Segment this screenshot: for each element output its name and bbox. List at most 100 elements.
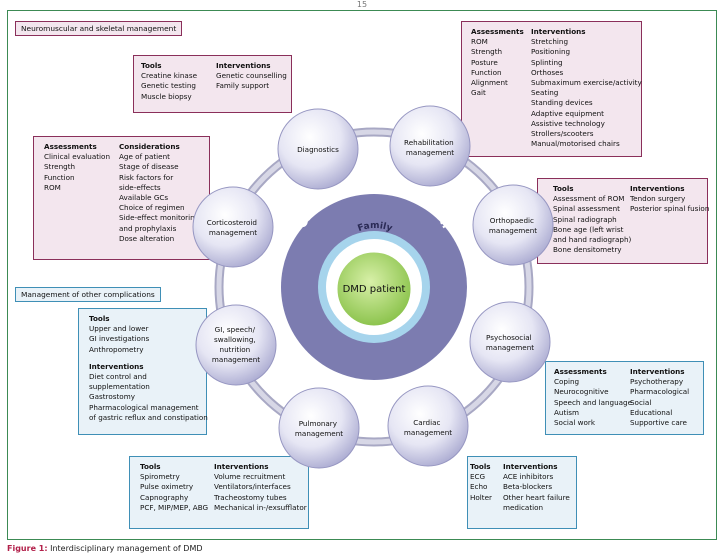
psycho-interventions-title: Interventions bbox=[630, 367, 685, 376]
dmd-patient-label: DMD patient bbox=[343, 284, 406, 295]
list-item: Genetic testing bbox=[141, 81, 196, 91]
node-orthopaedic: Orthopaedic management bbox=[472, 184, 554, 266]
list-item: Stage of disease bbox=[119, 162, 179, 172]
psycho-assessments-title: Assessments bbox=[554, 367, 607, 376]
node-cardiac: Cardiac management bbox=[387, 385, 469, 467]
list-item: ACE inhibitors bbox=[503, 472, 554, 482]
orthopaedic-box: Tools Assessment of ROM Spinal assessmen… bbox=[537, 178, 710, 264]
list-item: Tendon surgery bbox=[630, 194, 686, 204]
list-item: Splinting bbox=[531, 57, 563, 67]
list-item: Coping bbox=[554, 377, 580, 387]
list-item: Ventilators/interfaces bbox=[214, 482, 291, 492]
list-item: Orthoses bbox=[531, 67, 564, 77]
cortico-assessments-title: Assessments bbox=[44, 142, 97, 151]
list-item: Spinal assessment bbox=[553, 204, 620, 214]
list-item: Stretching bbox=[531, 37, 569, 47]
list-item: Gastrostomy bbox=[89, 392, 135, 402]
figure-frame bbox=[7, 10, 717, 540]
node-diagnostics: Diagnostics bbox=[277, 108, 359, 190]
list-item: Spirometry bbox=[140, 472, 180, 482]
list-item: Spinal radiograph bbox=[553, 214, 617, 224]
cortico-considerations-title: Considerations bbox=[119, 142, 180, 151]
list-item: Educational bbox=[630, 407, 673, 417]
list-item: Strength bbox=[44, 162, 76, 172]
list-item: GI investigations bbox=[89, 334, 150, 344]
list-item: Function bbox=[471, 67, 502, 77]
node-psychosocial: Psychosocial management bbox=[469, 301, 551, 383]
list-item: Bone age (left wrist bbox=[553, 224, 624, 234]
list-item: Creatine kinase bbox=[141, 71, 198, 81]
list-item: Supportive care bbox=[630, 418, 687, 428]
list-item: Echo bbox=[470, 482, 488, 492]
svg-text:Orthopaedic management: Orthopaedic management bbox=[489, 216, 537, 235]
pulmonary-box: Tools Spirometry Pulse oximetry Capnogra… bbox=[129, 456, 309, 529]
list-item: Seating bbox=[531, 88, 559, 98]
list-item: Risk factors for bbox=[119, 172, 174, 182]
list-item: Bone densitometry bbox=[553, 245, 622, 255]
list-item: Family support bbox=[216, 81, 270, 91]
svg-text:Corticosteroid managemen: Corticosteroid management bbox=[207, 218, 260, 237]
cardiac-tools-title: Tools bbox=[470, 462, 491, 471]
list-item: Beta-blockers bbox=[503, 482, 553, 492]
list-item: Alignment bbox=[471, 78, 508, 88]
list-item: Speech and language bbox=[554, 397, 633, 407]
list-item: Assessment of ROM bbox=[553, 194, 625, 204]
label-neuromuscular: Neuromuscular and skeletal management bbox=[15, 21, 183, 36]
list-item: Posterior spinal fusion bbox=[630, 204, 710, 214]
list-item: Dose alteration bbox=[119, 233, 175, 243]
list-item: Anthropometry bbox=[89, 344, 144, 354]
list-item: Positioning bbox=[531, 47, 571, 57]
list-item: Standing devices bbox=[531, 98, 593, 108]
node-gi-speech-nutrition: GI, speech/ swallowing, nutrition manage… bbox=[195, 304, 277, 386]
list-item: Muscle biopsy bbox=[141, 91, 192, 101]
list-item: Pulse oximetry bbox=[140, 482, 194, 492]
list-item: Clinical evaluation bbox=[44, 152, 111, 162]
list-item: Social bbox=[630, 397, 652, 407]
rehab-assessments-title: Assessments bbox=[471, 27, 524, 36]
list-item: ROM bbox=[44, 182, 61, 192]
svg-text:Family: Family bbox=[357, 221, 394, 234]
gi-tools-title: Tools bbox=[89, 314, 110, 323]
list-item: Other heart failure bbox=[503, 492, 570, 502]
list-item: Tracheostomy tubes bbox=[214, 492, 287, 502]
page-number: 15 bbox=[356, 0, 368, 9]
ortho-tools-title: Tools bbox=[553, 184, 574, 193]
list-item: Side-effect monitoring bbox=[119, 213, 200, 223]
list-item: side-effects bbox=[119, 182, 161, 192]
list-item: Adaptive equipment bbox=[531, 108, 604, 118]
list-item: ROM bbox=[471, 37, 488, 47]
diagnostics-box: Tools Creatine kinase Genetic testing Mu… bbox=[133, 55, 292, 113]
list-item: Function bbox=[44, 172, 75, 182]
diagnostics-tools-title: Tools bbox=[141, 61, 162, 70]
rehabilitation-box: Assessments ROM Strength Posture Functio… bbox=[461, 21, 642, 157]
list-item: Autism bbox=[554, 407, 580, 417]
gi-box: Tools Upper and lower GI investigations … bbox=[78, 308, 208, 435]
svg-text:GI, speech/ swallowing,: GI, speech/ swallowing, nutrition manage… bbox=[212, 325, 260, 364]
cardiac-interventions-title: Interventions bbox=[503, 462, 558, 471]
figure-caption: Figure 1: Interdisciplinary management o… bbox=[7, 544, 203, 553]
pulm-tools-title: Tools bbox=[140, 462, 161, 471]
cardiac-box: Tools ECG Echo Holter Interventions ACE … bbox=[467, 456, 577, 529]
list-item: Manual/motorised chairs bbox=[531, 139, 620, 149]
list-item: Age of patient bbox=[119, 152, 170, 162]
list-item: Diet control and bbox=[89, 372, 147, 382]
svg-text:Diagnostics: Diagnostics bbox=[297, 145, 339, 154]
node-rehabilitation: Rehabilitation management bbox=[389, 105, 471, 187]
list-item: Social work bbox=[554, 418, 595, 428]
rehab-interventions-title: Interventions bbox=[531, 27, 586, 36]
svg-text:Rehabilitation managemen: Rehabilitation management bbox=[404, 138, 456, 157]
list-item: Volume recruitment bbox=[214, 472, 286, 482]
psychosocial-box: Assessments Coping Neurocognitive Speech… bbox=[545, 361, 704, 435]
list-item: Capnography bbox=[140, 492, 189, 502]
list-item: Posture bbox=[471, 57, 498, 67]
list-item: Gait bbox=[471, 88, 486, 98]
corticosteroid-box: Assessments Clinical evaluation Strength… bbox=[33, 136, 210, 260]
list-item: supplementation bbox=[89, 382, 150, 392]
caption-text: Interdisciplinary management of DMD bbox=[47, 544, 203, 553]
list-item: PCF, MIP/MEP, ABG bbox=[140, 502, 209, 512]
list-item: Psychotherapy bbox=[630, 377, 684, 387]
list-item: Choice of regimen bbox=[119, 203, 185, 213]
list-item: Holter bbox=[470, 492, 492, 502]
list-item: medication bbox=[503, 502, 544, 512]
